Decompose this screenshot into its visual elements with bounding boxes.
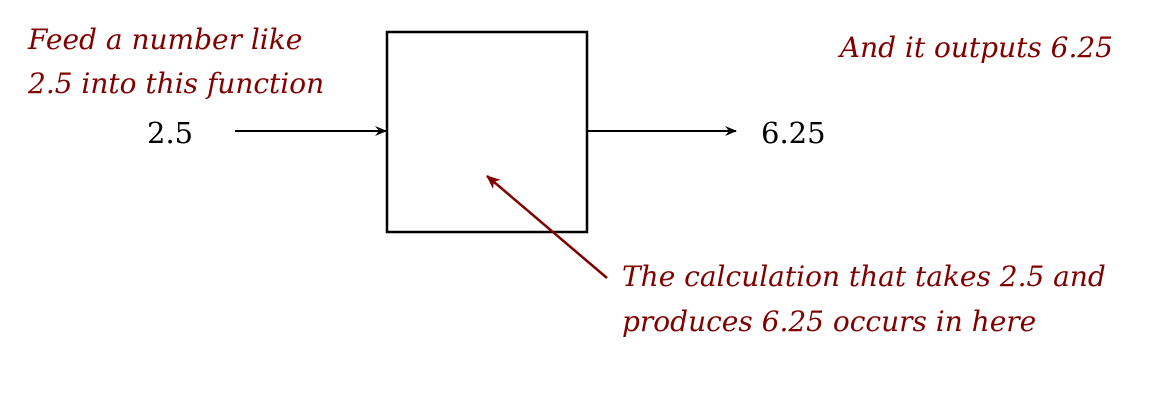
function-box [385, 30, 589, 234]
input-value: 2.5 [147, 116, 193, 150]
output-note: And it outputs 6.25 [837, 31, 1113, 64]
input-note-line-2: 2.5 into this function [27, 67, 324, 100]
output-value: 6.25 [761, 116, 826, 150]
box-note-line-2: produces 6.25 occurs in here [622, 305, 1036, 338]
input-note-line-1: Feed a number like [27, 23, 302, 56]
box-note-arrow [486, 175, 608, 279]
box-note-line-1: The calculation that takes 2.5 and [622, 260, 1106, 293]
